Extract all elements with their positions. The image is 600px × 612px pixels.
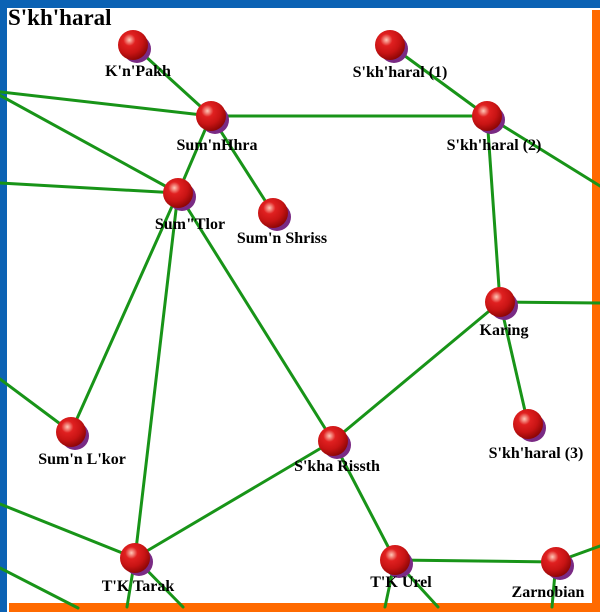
star-node-s-kh-haral-1[interactable] bbox=[375, 30, 408, 63]
star-node-k-n-pakh[interactable] bbox=[118, 30, 151, 63]
star-sphere bbox=[380, 545, 410, 575]
star-node-zarnobian[interactable] bbox=[541, 547, 574, 580]
star-label-sum-n-shriss: Sum'n Shriss bbox=[237, 230, 327, 247]
star-lane bbox=[0, 90, 213, 118]
star-lane bbox=[331, 300, 502, 443]
star-node-sum-n-l-kor[interactable] bbox=[56, 417, 89, 450]
star-label-sum-n-l-kor: Sum'n L'kor bbox=[38, 451, 126, 468]
star-label-t-k-tarak: T'K Tarak bbox=[102, 578, 175, 595]
star-node-sum-n-shriss[interactable] bbox=[258, 198, 291, 231]
star-label-s-kh-haral-1: S'kh'haral (1) bbox=[353, 64, 448, 81]
star-label-sum-tlor: Sum"Tlor bbox=[155, 216, 225, 233]
star-node-s-kha-rissth[interactable] bbox=[318, 426, 351, 459]
star-sphere bbox=[196, 101, 226, 131]
system-title: S'kh'haral bbox=[8, 5, 112, 30]
star-lane bbox=[69, 191, 180, 434]
star-node-s-kh-haral-2[interactable] bbox=[472, 101, 505, 134]
frame-left-bar bbox=[0, 0, 7, 612]
star-nodes bbox=[56, 30, 574, 580]
star-lane bbox=[133, 191, 180, 560]
star-label-karing: Karing bbox=[480, 322, 529, 339]
star-lane bbox=[0, 93, 180, 195]
star-lane bbox=[0, 566, 80, 610]
star-label-s-kha-rissth: S'kha Rissth bbox=[294, 458, 380, 475]
star-lane bbox=[0, 502, 137, 560]
star-lane bbox=[393, 558, 558, 564]
star-node-t-k-tarak[interactable] bbox=[120, 543, 153, 576]
star-node-sum-tlor[interactable] bbox=[163, 178, 196, 211]
star-lane bbox=[176, 191, 335, 443]
star-node-s-kh-haral-3[interactable] bbox=[513, 409, 546, 442]
star-label-zarnobian: Zarnobian bbox=[512, 584, 585, 601]
star-sphere bbox=[375, 30, 405, 60]
star-sphere bbox=[56, 417, 86, 447]
star-lane bbox=[388, 43, 489, 118]
frame-bottom-bar bbox=[9, 603, 600, 612]
star-lane bbox=[498, 300, 530, 426]
frame-top-bar bbox=[0, 0, 600, 8]
star-node-karing[interactable] bbox=[485, 287, 518, 320]
star-label-t-k-urel: T'K Urel bbox=[370, 574, 432, 591]
star-label-sum-nhhra: Sum'nHhra bbox=[177, 137, 258, 154]
star-sphere bbox=[541, 547, 571, 577]
star-label-s-kh-haral-2: S'kh'haral (2) bbox=[447, 137, 542, 154]
star-label-k-n-pakh: K'n'Pakh bbox=[105, 63, 171, 80]
star-node-sum-nhhra[interactable] bbox=[196, 101, 229, 134]
frame-right-bar bbox=[592, 10, 600, 612]
star-lane bbox=[485, 114, 600, 188]
star-lane bbox=[133, 439, 335, 560]
star-node-t-k-urel[interactable] bbox=[380, 545, 413, 578]
star-lane bbox=[0, 181, 180, 195]
star-sphere bbox=[163, 178, 193, 208]
star-sphere bbox=[118, 30, 148, 60]
star-label-s-kh-haral-3: S'kh'haral (3) bbox=[489, 445, 584, 462]
star-sphere bbox=[120, 543, 150, 573]
star-sphere bbox=[485, 287, 515, 317]
star-sphere bbox=[318, 426, 348, 456]
star-lane bbox=[485, 114, 502, 304]
star-sphere bbox=[258, 198, 288, 228]
star-sphere bbox=[472, 101, 502, 131]
star-sphere bbox=[513, 409, 543, 439]
star-lane bbox=[331, 439, 397, 562]
